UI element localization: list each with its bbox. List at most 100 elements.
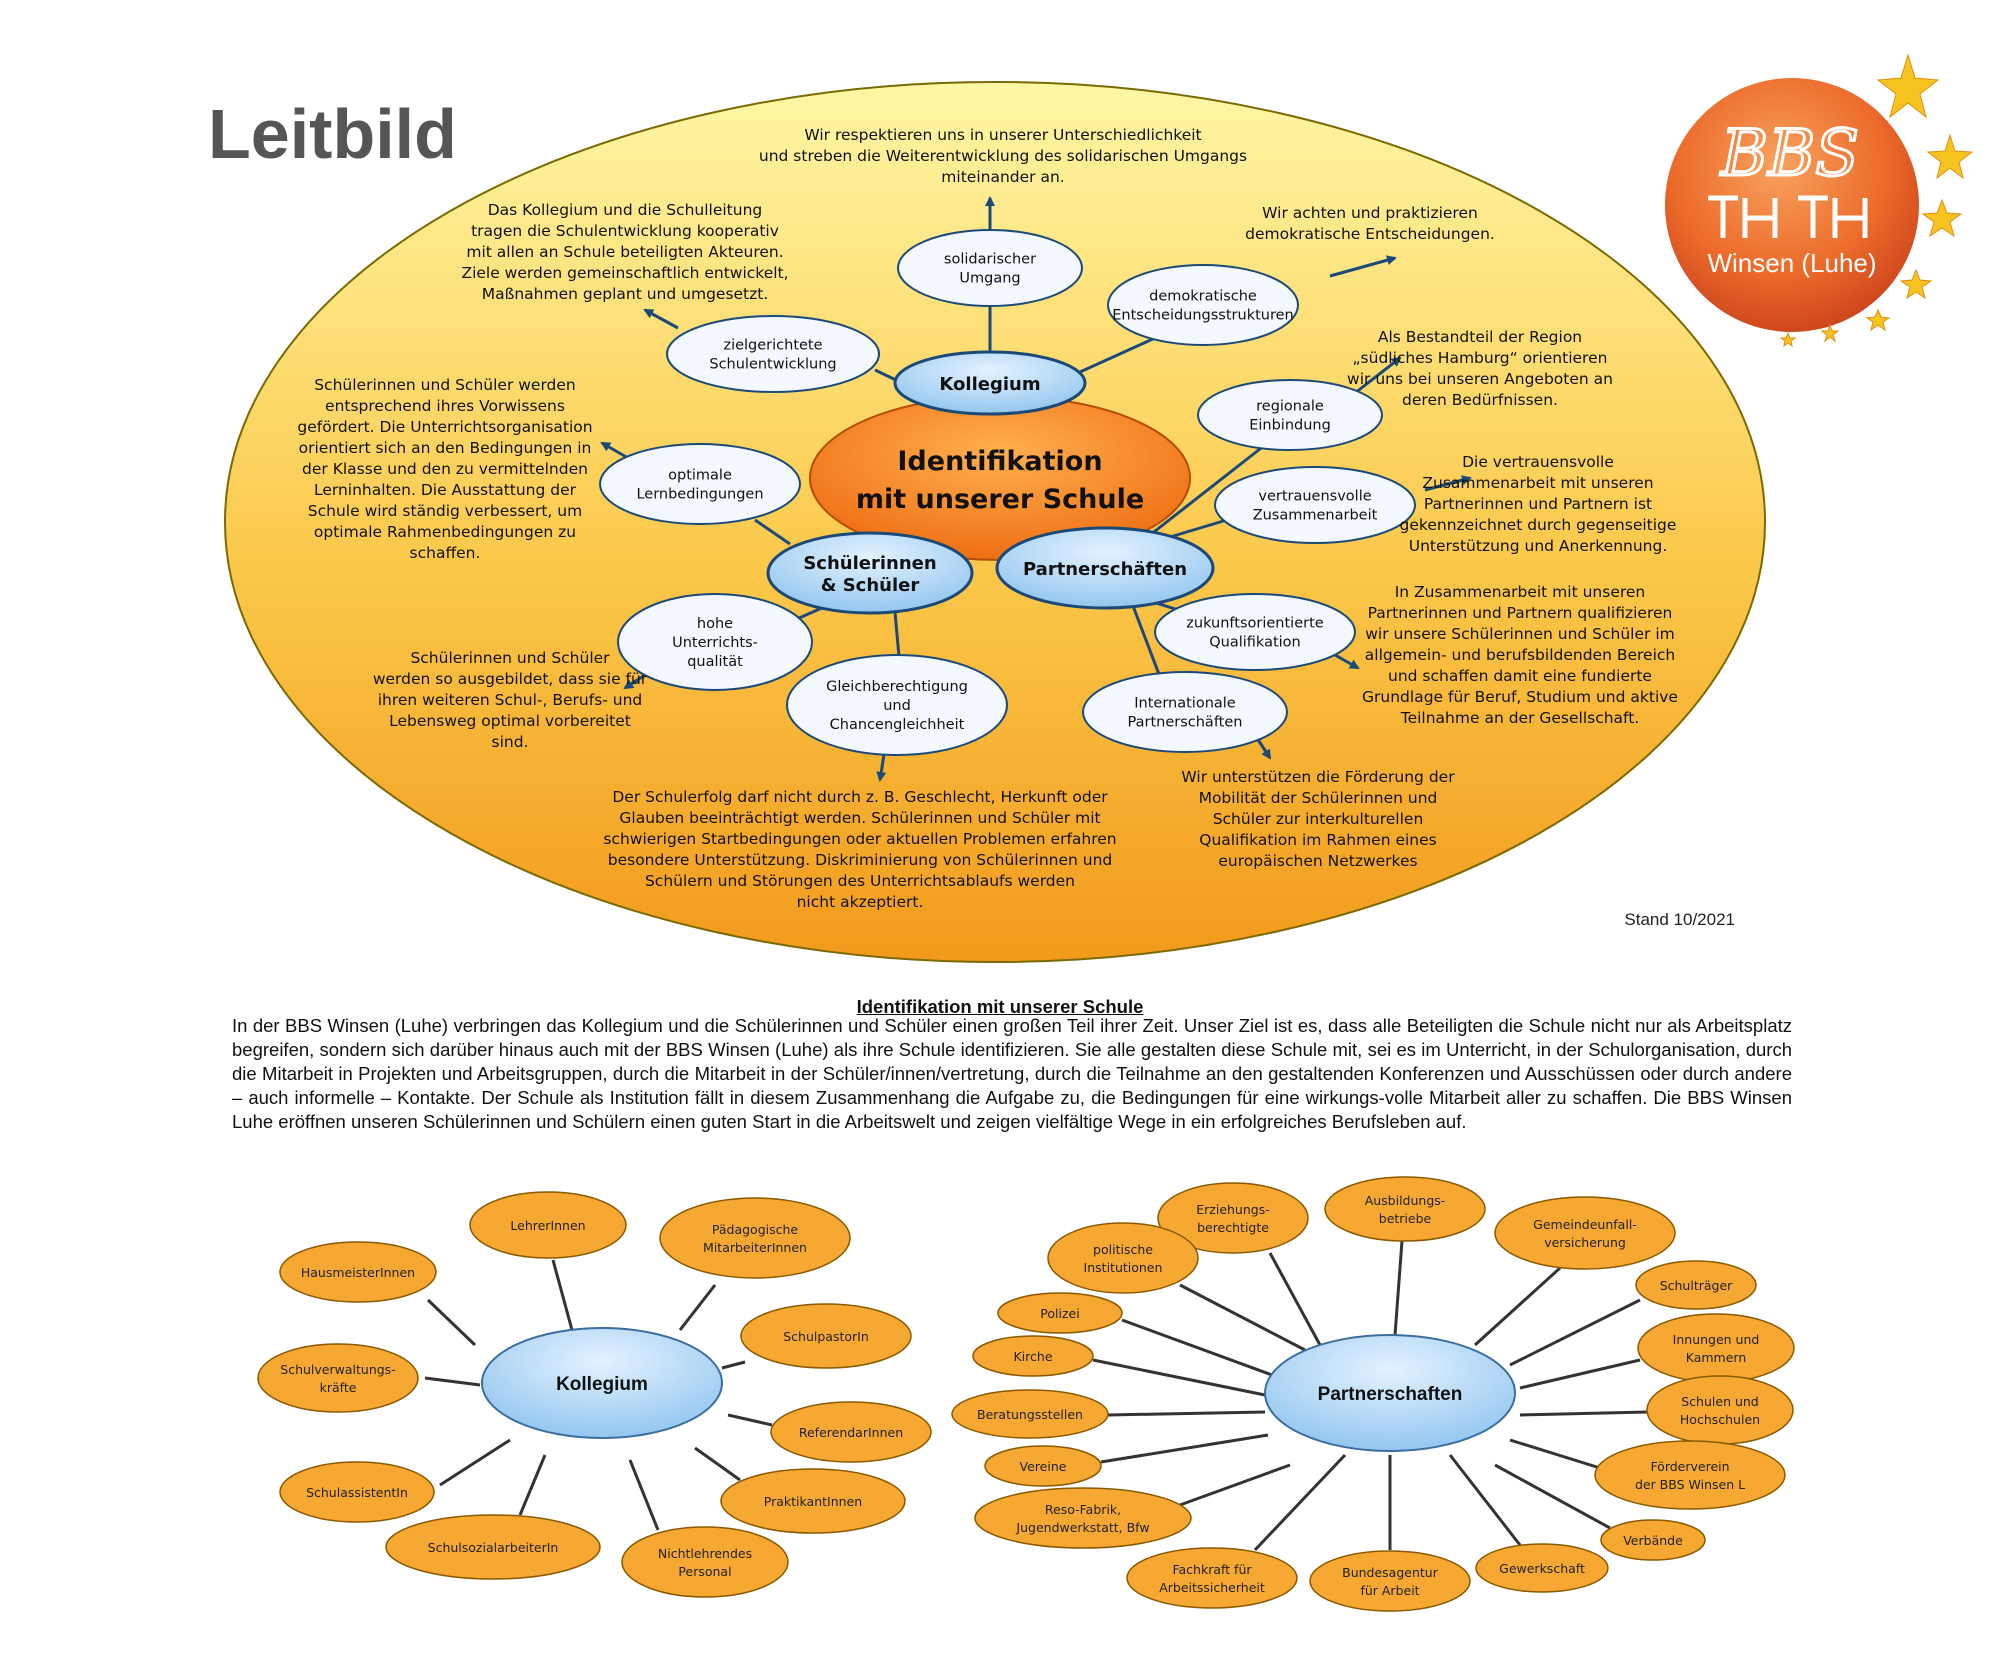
star-icon [1899, 268, 1933, 300]
map-item: Beratungsstellen [951, 1389, 1109, 1439]
map-item-label: Kirche [1013, 1349, 1052, 1364]
map-item-label: Beratungsstellen [977, 1407, 1083, 1422]
map-item: Gewerkschaft [1475, 1543, 1609, 1593]
partner-map: Partnerschaften Erziehungs-berechtigte Aus… [951, 1176, 1795, 1612]
page-title: Leitbild [208, 95, 457, 173]
star-icon [1820, 323, 1840, 343]
map-item-label: Schulverwaltungs-kräfte [280, 1362, 395, 1395]
map-item-label: PraktikantInnen [764, 1494, 862, 1509]
map-item: Polizei [997, 1292, 1123, 1334]
map-item-label: Vereine [1020, 1459, 1067, 1474]
map-center: Kollegium [481, 1327, 723, 1439]
star-icon [1779, 331, 1797, 348]
text-regional: Als Bestandteil der Region„südliches Ham… [1347, 328, 1613, 409]
map-item: ReferendarInnen [770, 1401, 932, 1463]
map-lines [424, 1259, 773, 1531]
hub-label: Kollegium [939, 374, 1040, 395]
map-center-label: Kollegium [556, 1374, 648, 1395]
star-icon [1926, 133, 1974, 180]
star-icon [1921, 198, 1963, 238]
hub-kollegium: Kollegium [893, 350, 1087, 416]
map-item: Ausbildungs-betriebe [1324, 1176, 1486, 1242]
map-item: Erziehungs-berechtigte [1157, 1182, 1309, 1254]
star-icon [1876, 53, 1940, 119]
map-center: Partnerschaften [1264, 1334, 1516, 1452]
map-item: HausmeisterInnen [279, 1241, 437, 1303]
map-item-label: LehrerInnen [510, 1218, 585, 1233]
logo-stars [1779, 53, 1974, 348]
map-item-label: SchulpastorIn [783, 1329, 869, 1344]
map-item: Gemeindeunfall-versicherung [1494, 1196, 1676, 1270]
map-item: SchulpastorIn [740, 1303, 912, 1369]
text-solidarisch: Wir respektieren uns in unserer Untersch… [759, 126, 1247, 186]
map-lines [1092, 1240, 1649, 1552]
map-item-label: Gewerkschaft [1499, 1561, 1585, 1576]
map-item-label: Schulträger [1660, 1278, 1733, 1293]
map-center-label: Partnerschaften [1318, 1384, 1463, 1405]
map-item-label: SchulassistentIn [306, 1485, 408, 1500]
hub-label: Schülerinnen& Schüler [803, 553, 936, 596]
text-gleich: Der Schulerfolg darf nicht durch z. B. G… [603, 788, 1116, 911]
leitbild-texts: Wir respektieren uns in unserer Untersch… [297, 126, 1678, 911]
map-item: Schulverwaltungs-kräfte [257, 1343, 419, 1413]
map-item-label: Gemeindeunfall-versicherung [1533, 1217, 1637, 1250]
section-heading: Identifikation mit unserer Schule [856, 996, 1144, 1017]
logo-circle [1665, 78, 1919, 332]
map-item: SchulsozialarbeiterIn [385, 1514, 601, 1580]
map-item-label: Verbände [1623, 1533, 1683, 1548]
map-item: Verbände [1600, 1519, 1706, 1561]
map-item-label: Reso-Fabrik,Jugendwerkstatt, Bfw [1015, 1502, 1149, 1535]
map-item-label: Erziehungs-berechtigte [1196, 1202, 1270, 1235]
map-item: Schulträger [1635, 1260, 1757, 1310]
section-paragraph: In der BBS Winsen (Luhe) verbringen das … [232, 1015, 1792, 1132]
stand-label: Stand 10/2021 [1624, 910, 1735, 929]
map-item: Reso-Fabrik,Jugendwerkstatt, Bfw [974, 1487, 1192, 1549]
map-item-label: Polizei [1040, 1306, 1079, 1321]
hub-label: Partnerschäften [1023, 559, 1187, 580]
hub-partner: Partnerschäften [995, 526, 1215, 610]
map-item: Kirche [972, 1335, 1094, 1377]
map-item: Vereine [984, 1445, 1102, 1487]
map-item-label: Ausbildungs-betriebe [1365, 1193, 1446, 1226]
map-item-label: SchulsozialarbeiterIn [428, 1540, 559, 1555]
map-item: PraktikantInnen [720, 1468, 906, 1534]
logo-mark [1708, 195, 1868, 238]
